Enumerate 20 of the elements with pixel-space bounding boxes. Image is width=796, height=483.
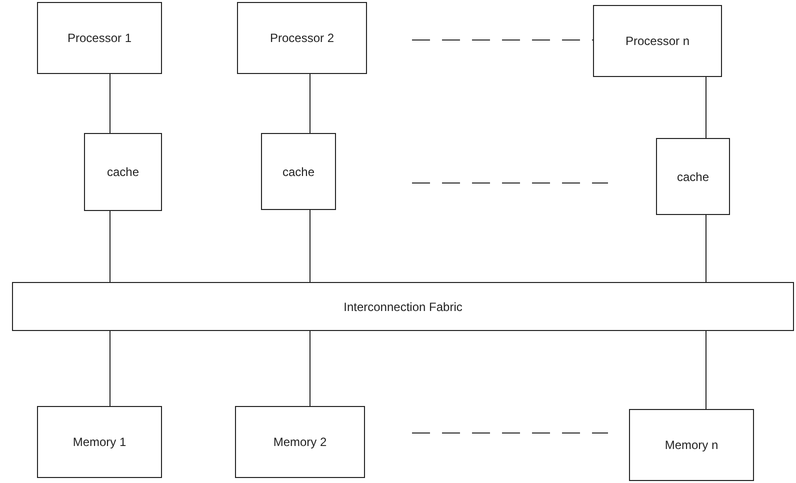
box-label: Memory 2 bbox=[273, 435, 327, 449]
box-label: Memory 1 bbox=[72, 435, 126, 449]
component-box bbox=[235, 406, 365, 478]
component-box bbox=[37, 2, 162, 74]
box-label: cache bbox=[282, 164, 315, 178]
component-box bbox=[629, 409, 754, 481]
component-box bbox=[656, 138, 730, 215]
component-box bbox=[261, 133, 336, 210]
box-label: cache bbox=[106, 165, 140, 179]
box-label: Processor 1 bbox=[67, 31, 132, 45]
box-label: cache bbox=[676, 170, 710, 184]
box-label: Processor n bbox=[625, 34, 690, 48]
bus-bar bbox=[12, 282, 794, 331]
box-label: Interconnection Fabric bbox=[344, 300, 462, 314]
component-box bbox=[84, 133, 162, 211]
component-box bbox=[237, 2, 367, 74]
component-box bbox=[593, 5, 722, 77]
box-label: Memory n bbox=[664, 438, 718, 452]
component-box bbox=[37, 406, 162, 478]
box-label: Processor 2 bbox=[270, 31, 334, 45]
